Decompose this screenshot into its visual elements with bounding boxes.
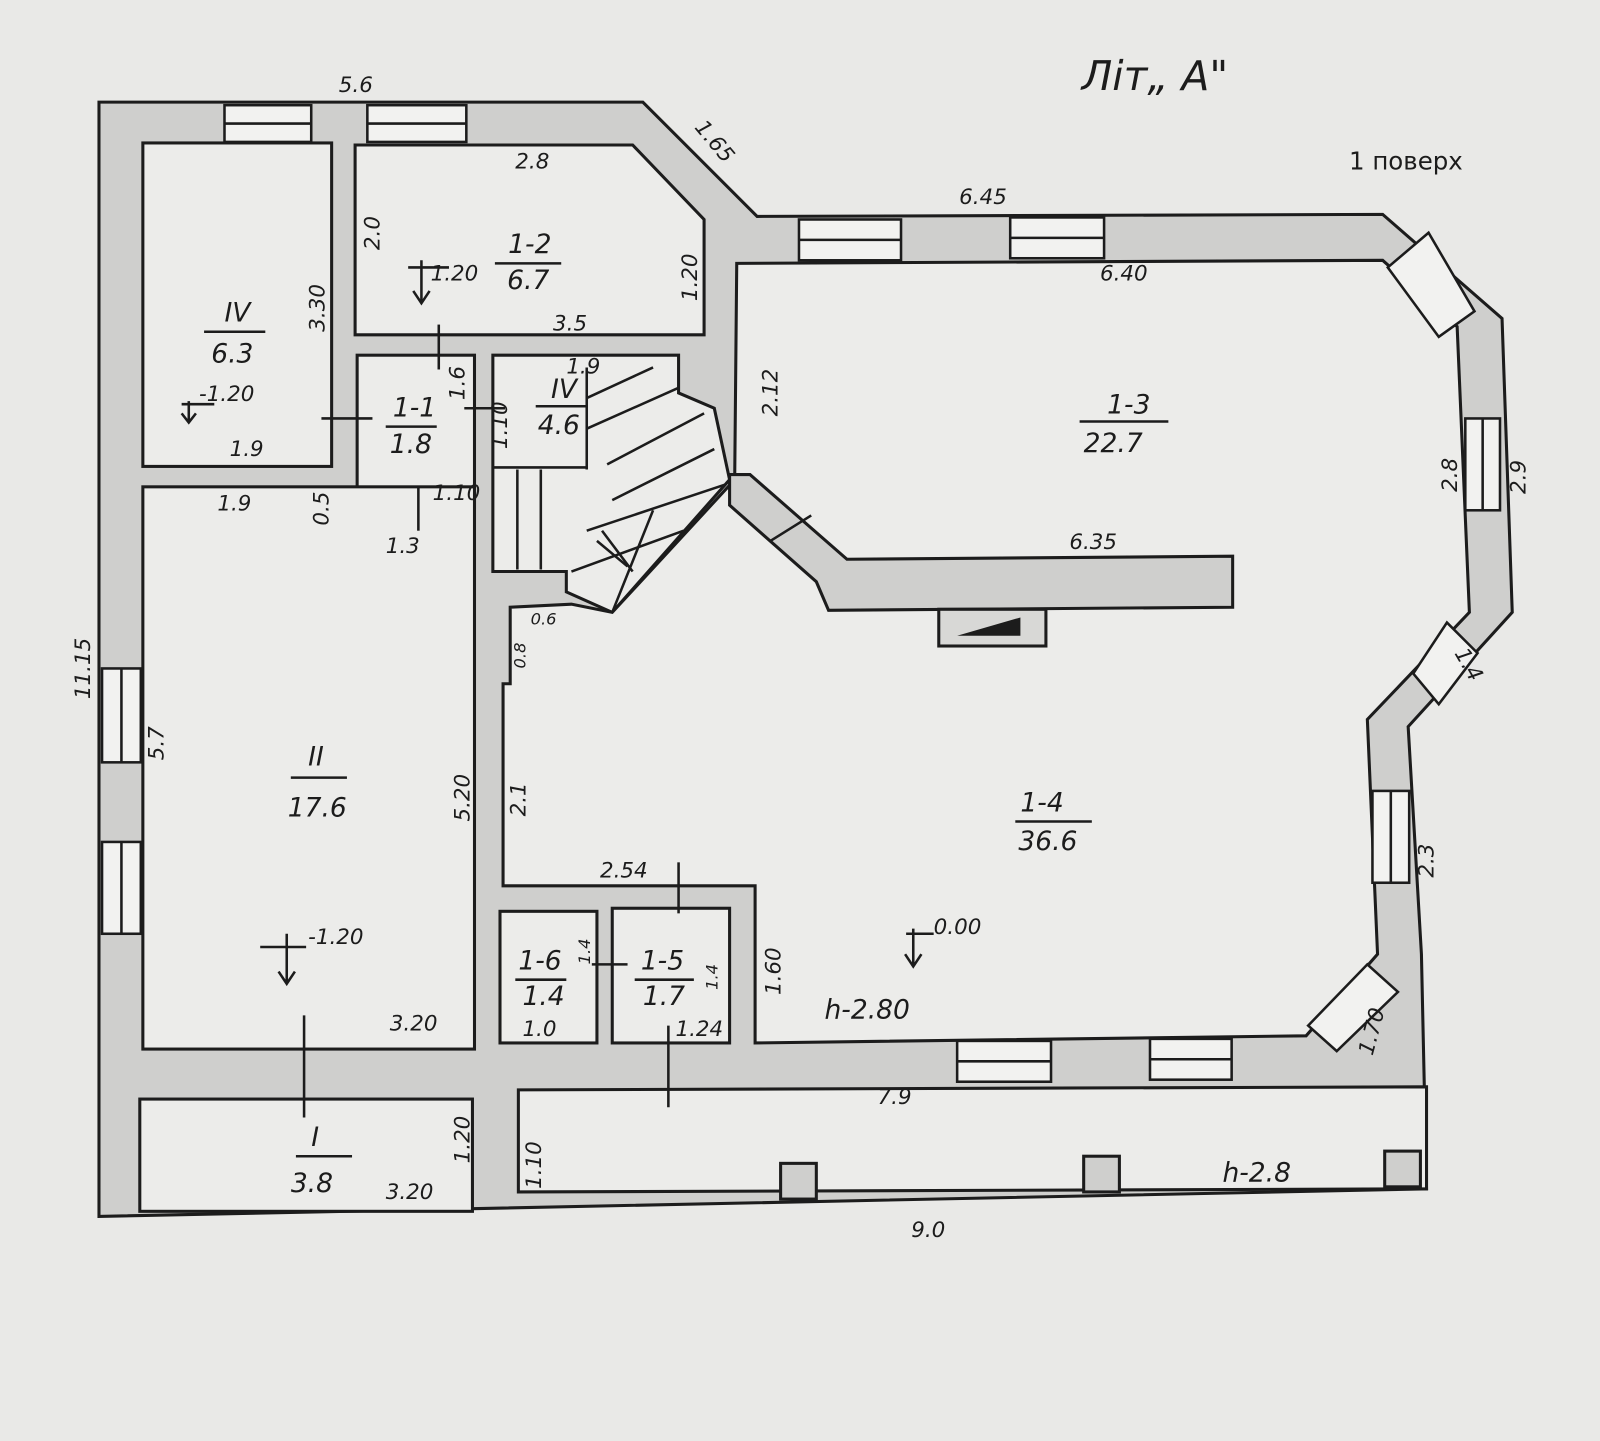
- dimension: 3.20: [390, 1012, 438, 1037]
- dimension: 1.4: [702, 964, 721, 990]
- dimension: 2.54: [600, 859, 648, 884]
- room-1-1: [355, 353, 477, 509]
- terrace-post: [779, 1161, 818, 1201]
- dimension: 6.40: [1100, 262, 1148, 287]
- room-id: I: [311, 1122, 319, 1153]
- windows: [100, 103, 1502, 1083]
- room-area: 6.3: [211, 338, 253, 369]
- dimension: 7.9: [878, 1085, 912, 1110]
- dimension: 1.10: [488, 401, 513, 449]
- dimension: 3.5: [553, 312, 587, 337]
- room-iv-left: [141, 141, 334, 468]
- dimension: 1.9: [217, 491, 251, 516]
- room-id: 1-6: [518, 945, 561, 976]
- room-area: 4.6: [538, 410, 580, 441]
- drawing-title: Літ„ А": [1080, 52, 1229, 100]
- partition-wall: [728, 473, 1235, 612]
- terrace-post: [1383, 1149, 1422, 1189]
- dimension: 2.0: [361, 216, 386, 250]
- terrace: [516, 1085, 1429, 1194]
- room-ii: [141, 485, 477, 1051]
- room-1-6: [498, 909, 599, 1045]
- room-1-2: [353, 143, 706, 337]
- dimension: 5.20: [450, 774, 475, 822]
- room-level: 0.00: [934, 915, 982, 940]
- room-id: II: [308, 741, 324, 772]
- terrace-post: [1082, 1154, 1121, 1194]
- dimension: 1.10: [433, 481, 481, 506]
- room-id: IV: [224, 298, 252, 329]
- ceiling-height: h-2.8: [1222, 1158, 1291, 1189]
- dimension: 1.0: [522, 1017, 556, 1042]
- room-area: 1.8: [390, 429, 432, 460]
- dimension: 1.4: [575, 938, 594, 964]
- dimension: 5.6: [339, 73, 373, 98]
- room-id: 1-1: [393, 392, 436, 423]
- dimension: 2.8: [515, 149, 549, 174]
- room-id: 1-4: [1020, 787, 1063, 818]
- dimension: 2.8: [1438, 458, 1463, 492]
- dimension: 1.3: [386, 534, 420, 559]
- dimension: 9.0: [911, 1218, 945, 1243]
- room-area: 22.7: [1084, 428, 1143, 459]
- level-arrows: [180, 260, 934, 987]
- room-labels: IV 6.3 -1.20 1-2 6.7 1.20 1-1 1.8 IV 4.6…: [199, 229, 1169, 1199]
- dimension: 2.3: [1415, 844, 1440, 878]
- room-id: 1-5: [641, 945, 684, 976]
- dimension: 11.15: [71, 638, 96, 699]
- dimension: 6.45: [959, 185, 1007, 210]
- room-id: 1-2: [508, 229, 551, 260]
- room-area: 1.7: [643, 981, 685, 1012]
- room-level: -1.20: [199, 382, 254, 407]
- room-level: -1.20: [308, 925, 363, 950]
- room-area: 1.4: [522, 981, 564, 1012]
- dimension: 1.24: [676, 1017, 724, 1042]
- room-id: 1-3: [1107, 389, 1150, 420]
- room-1-5: [610, 906, 732, 1045]
- staircase: [492, 366, 725, 613]
- dimension: 5.7: [144, 726, 169, 760]
- room-level: 1.20: [431, 262, 479, 287]
- dimension: 1.60: [762, 947, 787, 995]
- dimension: 3.30: [305, 284, 330, 332]
- room-area: 17.6: [288, 792, 347, 823]
- room-area: 3.8: [291, 1168, 333, 1199]
- dimension: 6.35: [1069, 530, 1117, 555]
- door-marks: [302, 324, 812, 1118]
- dimension: 1.9: [230, 437, 264, 462]
- room-iv-stair: [491, 353, 732, 615]
- dimension: 2.12: [759, 369, 784, 417]
- dimension: 1.6: [445, 366, 470, 400]
- dimension: 1.20: [678, 253, 703, 301]
- dimension: 0.6: [531, 610, 557, 629]
- dimension: 1.20: [450, 1116, 475, 1164]
- dimension: 2.1: [507, 782, 532, 816]
- room-area: 36.6: [1018, 826, 1077, 857]
- dimension: 1.10: [522, 1141, 547, 1189]
- dimension: 2.9: [1507, 460, 1532, 494]
- dimension: 0.8: [511, 643, 530, 669]
- dimension: 1.9: [566, 355, 600, 380]
- ceiling-height: h-2.80: [824, 994, 909, 1025]
- dimension: 0.5: [310, 492, 335, 526]
- floor-label: 1 поверх: [1349, 146, 1463, 175]
- room-area: 6.7: [507, 265, 549, 296]
- room-id: IV: [551, 374, 579, 405]
- dimension: 3.20: [386, 1180, 434, 1205]
- room-1-3-1-4: [501, 258, 1471, 1045]
